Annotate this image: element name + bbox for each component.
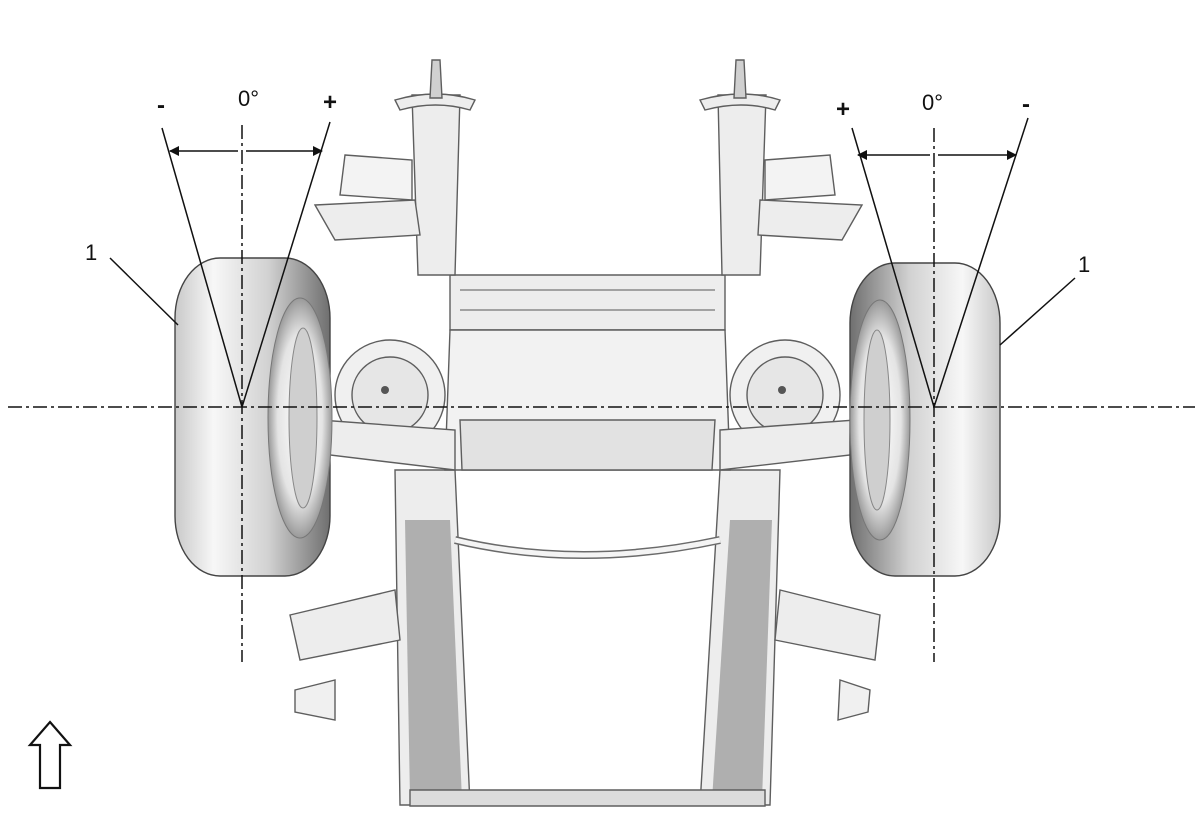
right-strut bbox=[717, 94, 767, 276]
left-tire bbox=[174, 257, 333, 577]
front-direction-arrow-icon bbox=[27, 720, 73, 790]
right-minus-label: - bbox=[1022, 91, 1030, 118]
right-camber-indicator bbox=[851, 117, 1076, 662]
left-zero-label: 0° bbox=[238, 86, 259, 111]
right-negative-camber-line bbox=[933, 117, 1029, 408]
left-camber-indicator bbox=[109, 121, 331, 662]
left-rear-arm bbox=[289, 589, 401, 661]
right-positive-camber-line bbox=[851, 127, 935, 408]
left-callout-number: 1 bbox=[85, 240, 97, 265]
front-crossmember bbox=[449, 274, 726, 331]
right-zero-label: 0° bbox=[922, 90, 943, 115]
chassis bbox=[289, 59, 881, 807]
right-callout-leader bbox=[999, 277, 1076, 346]
left-strut bbox=[411, 94, 461, 276]
right-tire bbox=[849, 262, 1001, 577]
rear-crossmember bbox=[409, 789, 766, 807]
left-negative-camber-line bbox=[161, 127, 243, 408]
left-plus-label: + bbox=[323, 89, 337, 116]
left-minus-label: - bbox=[157, 92, 165, 119]
right-frame-rail bbox=[699, 469, 781, 806]
right-upper-arm bbox=[757, 199, 864, 241]
left-callout-leader bbox=[109, 257, 179, 326]
right-plus-label: + bbox=[836, 96, 850, 123]
left-positive-camber-line bbox=[241, 121, 331, 408]
right-rear-arm bbox=[774, 589, 881, 661]
left-upper-arm bbox=[313, 199, 421, 241]
right-callout-number: 1 bbox=[1078, 252, 1090, 277]
